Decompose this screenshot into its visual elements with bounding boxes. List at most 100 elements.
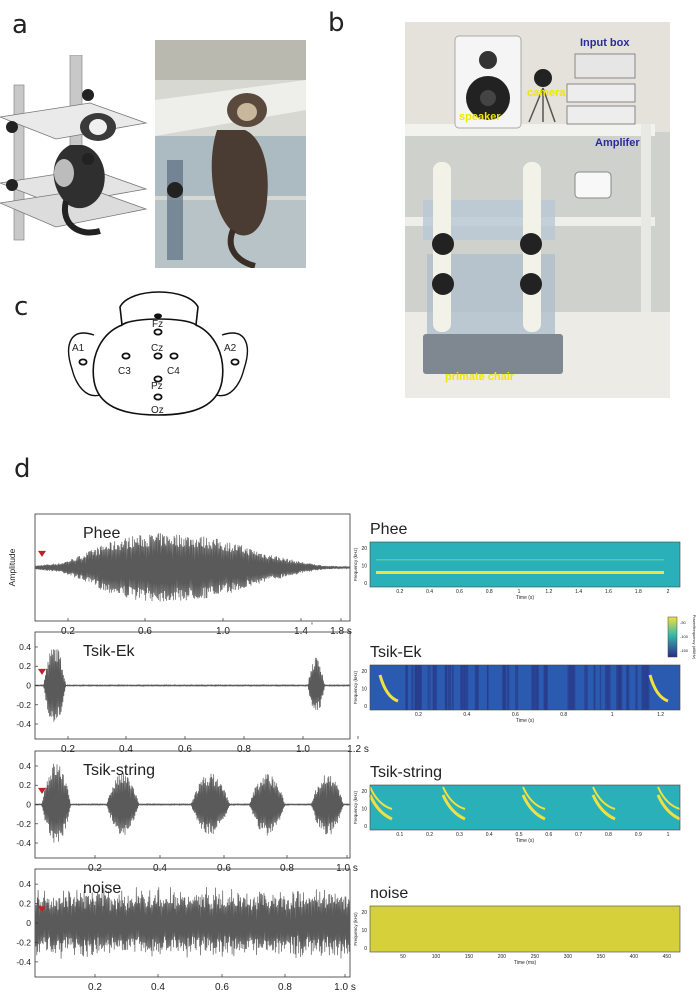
spec-x-tick-label: 0.5	[516, 832, 523, 838]
onset-marker	[38, 668, 46, 675]
spec-x-tick-label: 100	[432, 954, 441, 960]
x-tick-label: 0.2	[61, 744, 75, 755]
y-tick-label: 0.4	[19, 761, 31, 771]
spectral-stripe	[463, 665, 466, 710]
waveform-title: Phee	[83, 525, 120, 542]
waveform-trace	[34, 532, 351, 602]
spec-y-axis-label: Frequency (kHz)	[353, 670, 358, 704]
spectral-stripe	[476, 665, 479, 710]
x-tick-label: 0.6	[215, 982, 229, 993]
spectrogram-frame	[369, 664, 681, 711]
x-tick-label: 0.6	[178, 744, 192, 755]
call-chirp	[592, 786, 616, 810]
spectral-stripe	[432, 665, 435, 710]
spec-x-tick-label: 200	[498, 954, 507, 960]
x-tick-label: 1.0 s	[334, 982, 356, 993]
x-tick-label: 0.2	[61, 626, 75, 637]
spec-y-tick-label: 0	[364, 946, 367, 952]
call-chirp	[368, 794, 393, 821]
spec-x-axis-label: Time (s)	[516, 838, 534, 844]
chair-illustration	[0, 55, 148, 241]
spec-y-tick-label: 20	[361, 789, 367, 795]
experiment-setup-photo: speaker camera Input box Amplifer primat…	[405, 22, 670, 398]
waveform-trace	[34, 886, 351, 959]
spectral-stripe	[460, 665, 463, 710]
spectral-stripe	[445, 665, 448, 710]
spec-y-tick-label: 10	[361, 928, 367, 934]
y-tick-label: 0	[26, 918, 31, 928]
spectral-stripe	[506, 665, 510, 710]
spec-x-tick-label: 0.8	[560, 712, 567, 718]
x-tick-label: 1.0 s	[336, 863, 358, 874]
y-tick-label: -0.4	[16, 957, 31, 967]
spec-x-tick-label: 1.2	[657, 712, 664, 718]
label-speaker: speaker	[459, 111, 501, 123]
spectral-stripe	[447, 665, 452, 710]
label-primate-chair: primate chair	[445, 371, 515, 383]
y-tick-label: 0.2	[19, 899, 31, 909]
spec-y-tick-label: 20	[361, 546, 367, 552]
spec-x-tick-label: 1.2	[545, 589, 552, 595]
spectral-stripe	[571, 665, 576, 710]
y-tick-label: -0.2	[16, 937, 31, 947]
electrode-label-fz: Fz	[152, 319, 163, 330]
colorbar-bar	[667, 616, 678, 658]
spectrogram-frame	[369, 541, 681, 588]
spec-y-tick-label: 20	[361, 910, 367, 916]
spec-x-tick-label: 350	[597, 954, 606, 960]
panel-letter-b: b	[328, 8, 345, 38]
electrode-label-c4: C4	[167, 366, 180, 377]
spectrogram-bg	[370, 906, 680, 952]
spec-x-tick-label: 50	[400, 954, 406, 960]
spec-x-tick-label: 0.8	[605, 832, 612, 838]
panel-letter-c: c	[14, 292, 29, 322]
spectral-stripe	[543, 665, 548, 710]
spectral-stripe	[619, 665, 621, 710]
colorbar-tick-label: -150	[680, 648, 689, 653]
call-chirp	[657, 786, 681, 810]
panel-letter-a: a	[12, 10, 28, 40]
spec-x-axis-label: Time (ms)	[514, 960, 537, 966]
spectrogram-frame	[369, 784, 681, 831]
x-tick-label: 0.2	[88, 863, 102, 874]
spec-x-tick-label: 2	[667, 589, 670, 595]
harmonic-band	[376, 571, 664, 574]
spectral-stripe	[532, 665, 535, 710]
spectral-stripe	[452, 665, 454, 710]
call-chirp	[441, 794, 466, 821]
spectral-stripe	[429, 665, 431, 710]
stray-mark: '	[311, 621, 313, 631]
spec-x-tick-label: 1	[611, 712, 614, 718]
spectral-stripe	[567, 665, 571, 710]
spectral-stripe	[515, 665, 519, 710]
call-chirp	[521, 794, 546, 821]
spec-x-tick-label: 0.4	[463, 712, 470, 718]
x-tick-label: 1.8 s	[330, 626, 352, 637]
call-chirp	[369, 786, 393, 810]
electrode-label-c3: C3	[118, 366, 131, 377]
panel-letter-d: d	[14, 454, 31, 484]
spec-x-tick-label: 0.2	[415, 712, 422, 718]
waveform-trace	[34, 649, 351, 722]
x-tick-label: 1.2 s	[347, 744, 369, 755]
spectral-stripe	[503, 665, 506, 710]
spec-x-tick-label: 0.1	[396, 832, 403, 838]
spec-y-tick-label: 10	[361, 807, 367, 813]
y-tick-label: -0.2	[16, 700, 31, 710]
x-tick-label: 0.4	[153, 863, 167, 874]
x-tick-label: 0.4	[151, 982, 165, 993]
spectrogram-title: Tsik-Ek	[370, 644, 423, 661]
call-chirp	[522, 786, 546, 810]
spectral-stripe	[646, 665, 650, 710]
waveform-title: Tsik-string	[83, 762, 155, 779]
y-tick-label: 0.2	[19, 780, 31, 790]
waveform-trace	[34, 763, 351, 843]
spectral-stripe	[433, 665, 437, 710]
spec-x-tick-label: 0.2	[426, 832, 433, 838]
spectral-stripe	[414, 665, 417, 710]
electrode-label-oz: Oz	[151, 405, 164, 416]
spec-x-tick-label: 300	[564, 954, 573, 960]
spec-x-tick-label: 250	[531, 954, 540, 960]
